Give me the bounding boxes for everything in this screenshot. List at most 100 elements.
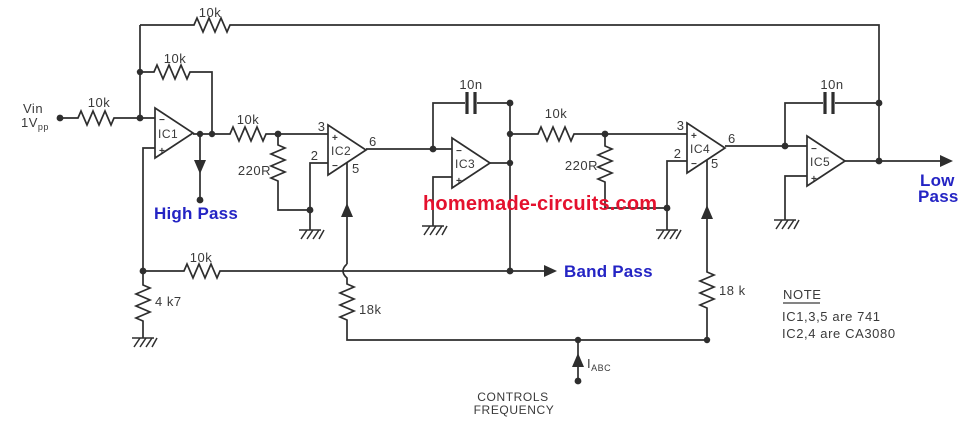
ic2-pin6-label: 6 — [369, 134, 376, 149]
note-line1: IC1,3,5 are 741 — [782, 309, 881, 324]
resistor-label-top-10k: 10k — [199, 5, 221, 20]
ground-ic5 — [773, 219, 800, 230]
resistor-18k-a — [339, 279, 355, 327]
note-title: NOTE — [783, 287, 822, 302]
wire-ic3-net — [432, 103, 511, 271]
opamp-label-ic4: IC4 — [690, 142, 710, 156]
opamp-label-ic3: IC3 — [455, 157, 475, 171]
ic4-pin6-label: 6 — [728, 131, 735, 146]
resistor-4k7 — [135, 280, 151, 328]
resistor-label-220r-b: 220R — [565, 158, 598, 173]
resistor-220r-a — [270, 140, 286, 188]
opamp-ic1 — [154, 106, 195, 160]
junction-dot — [781, 142, 789, 150]
ic5-plus-mark: + — [811, 174, 817, 185]
capacitor-ic3-10n — [465, 92, 477, 114]
resistor-top-10k — [189, 17, 237, 33]
wire-pin5a-18k — [342, 162, 707, 341]
resistor-label-4k7: 4 k7 — [155, 294, 182, 309]
ic4-pin5-label: 5 — [711, 156, 718, 171]
resistor-input-10k — [73, 110, 121, 126]
junction-dot — [274, 130, 282, 138]
lowpass-label-line2: Pass — [918, 187, 959, 206]
junction-dot — [703, 336, 711, 344]
ic4-pin2-label: 2 — [674, 146, 681, 161]
resistor-label-18k-a: 18k — [359, 302, 381, 317]
ic4-pin3-label: 3 — [677, 118, 684, 133]
junction-dot — [306, 206, 314, 214]
bandpass-arrow-icon — [544, 265, 557, 277]
junction-dots — [56, 68, 883, 385]
ic1-minus-mark: − — [159, 115, 165, 126]
vin-label: Vin — [23, 101, 43, 116]
opamp-label-ic5: IC5 — [810, 155, 830, 169]
resistor-bandpass-10k — [179, 263, 227, 279]
opamp-ic2 — [327, 123, 368, 177]
junction-dot — [196, 196, 204, 204]
vin-level-label: 1Vpp — [21, 115, 49, 132]
ic3-minus-mark: − — [456, 146, 462, 157]
ic5-minus-mark: − — [811, 144, 817, 155]
capacitor-label-10n-b: 10n — [820, 77, 843, 92]
junction-dot — [663, 204, 671, 212]
junction-dot — [139, 267, 147, 275]
highpass-label: High Pass — [154, 204, 238, 223]
ic2-pin2-label: 2 — [311, 148, 318, 163]
iabc-label: IABC — [587, 356, 611, 373]
ic2-pin3-label: 3 — [318, 119, 325, 134]
ic2-minus-mark: − — [332, 161, 338, 172]
junction-dot — [506, 267, 514, 275]
opamp-label-ic2: IC2 — [331, 144, 351, 158]
junction-dot — [506, 159, 514, 167]
ic2-pin5-label: 5 — [352, 161, 359, 176]
capacitor-label-10n-a: 10n — [459, 77, 482, 92]
junction-dot — [574, 336, 582, 344]
capacitor-ic5-10n — [823, 92, 835, 114]
junction-dot — [208, 130, 216, 138]
junction-dot — [429, 145, 437, 153]
junction-dot — [196, 130, 204, 138]
ground-4k7 — [131, 337, 158, 348]
resistor-label-input-10k: 10k — [88, 95, 110, 110]
resistor-18k-b — [699, 267, 715, 315]
junction-dot — [506, 99, 514, 107]
note-line2: IC2,4 are CA3080 — [782, 326, 896, 341]
opamp-triangles — [154, 106, 847, 190]
opamp-ic4 — [686, 121, 727, 175]
resistor-label-bandpass-10k: 10k — [190, 250, 212, 265]
junction-dot — [136, 114, 144, 122]
resistor-label-220r-a: 220R — [238, 163, 271, 178]
ground-ic4 — [655, 229, 682, 240]
ic2-plus-mark: + — [332, 133, 338, 144]
junction-dot — [136, 68, 144, 76]
lowpass-label-line1: Low — [920, 171, 955, 190]
resistor-feedback-10k — [149, 64, 197, 80]
wire-ic5-output — [845, 103, 941, 162]
junction-dot — [875, 157, 883, 165]
bandpass-label: Band Pass — [564, 262, 653, 281]
resistor-label-feedback-10k: 10k — [164, 51, 186, 66]
iabc-up-arrow-icon — [572, 353, 584, 367]
lowpass-arrow-icon — [940, 155, 953, 167]
resistor-label-ic3out-10k: 10k — [545, 106, 567, 121]
ground-ic2 — [298, 229, 325, 240]
ic3-plus-mark: + — [456, 176, 462, 187]
controls-label-line2: FREQUENCY — [474, 403, 555, 417]
pin5b-up-arrow-icon — [701, 205, 713, 219]
ground-ic3 — [421, 225, 448, 236]
wire-ic2-output — [366, 102, 510, 150]
resistor-220r-b — [597, 141, 613, 189]
opamp-ic5 — [806, 134, 847, 188]
ic4-minus-mark: − — [691, 159, 697, 170]
junction-dot — [875, 99, 883, 107]
resistor-label-18k-b: 18 k — [719, 283, 746, 298]
opamp-label-ic1: IC1 — [158, 127, 178, 141]
junction-dot — [506, 130, 514, 138]
junction-dot — [56, 114, 64, 122]
ic4-plus-mark: + — [691, 131, 697, 142]
resistor-label-ic1out-10k: 10k — [237, 112, 259, 127]
resistor-ic1out-10k — [225, 126, 273, 142]
watermark-text: homemade-circuits.com — [423, 193, 657, 215]
